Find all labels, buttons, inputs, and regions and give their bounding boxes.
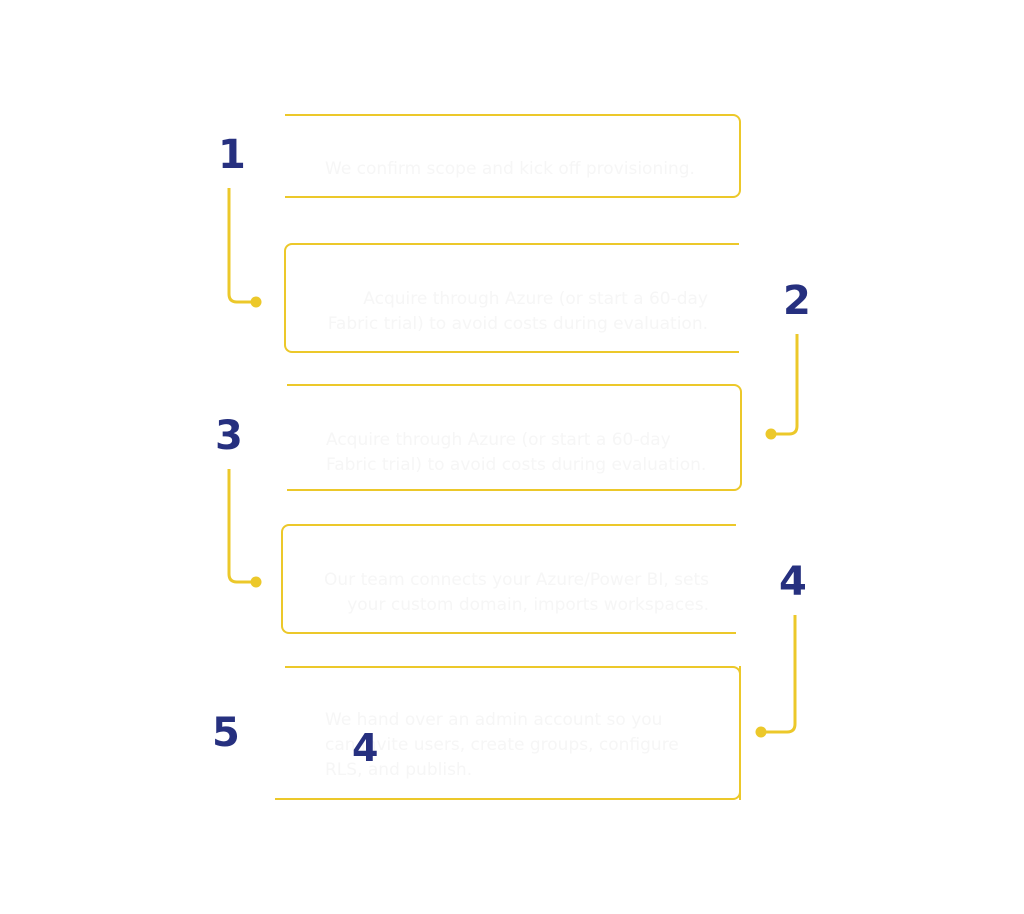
step-4-line-2: your custom domain, imports workspaces. <box>347 595 709 615</box>
step-3-line-1: Acquire through Azure (or start a 60-day <box>326 430 671 450</box>
step-number-5: 5 <box>212 710 240 756</box>
connector-2 <box>771 334 799 436</box>
connector-3-dot <box>250 576 262 588</box>
step-number-1: 1 <box>218 132 246 178</box>
step-box-3 <box>287 384 742 491</box>
step-text-3: Acquire through Azure (or start a 60-day… <box>326 428 706 478</box>
step-box-4 <box>281 524 736 634</box>
step-2-line-1: Acquire through Azure (or start a 60-day <box>363 289 708 309</box>
step-4-line-1: Our team connects your Azure/Power BI, s… <box>324 570 709 590</box>
connector-4 <box>761 615 797 734</box>
step-box-1 <box>285 114 741 198</box>
step-box-2 <box>284 243 739 353</box>
step-text-2: Acquire through Azure (or start a 60-day… <box>313 287 708 337</box>
connector-1 <box>227 188 256 304</box>
step-number-3: 3 <box>215 413 243 459</box>
connector-3 <box>227 469 256 584</box>
stray-step-number: 4 <box>352 726 378 770</box>
step-text-5: We hand over an admin account so you can… <box>325 708 679 783</box>
step-1-line-1: We confirm scope and kick off provisioni… <box>325 159 695 179</box>
step-text-4: Our team connects your Azure/Power BI, s… <box>303 568 709 618</box>
connector-4-dot <box>755 726 767 738</box>
connector-2-dot <box>765 428 777 440</box>
step-5-line-3: RLS, and publish. <box>325 760 473 780</box>
step-number-2: 2 <box>783 278 811 324</box>
step-number-4: 4 <box>779 559 807 605</box>
step-2-line-2: Fabric trial) to avoid costs during eval… <box>327 314 708 334</box>
connector-1-dot <box>250 296 262 308</box>
step-5-line-2: can invite users, create groups, configu… <box>325 735 679 755</box>
step-text-1: We confirm scope and kick off provisioni… <box>325 157 695 182</box>
step-3-line-2: Fabric trial) to avoid costs during eval… <box>326 455 707 475</box>
step-5-line-1: We hand over an admin account so you <box>325 710 663 730</box>
step-box-5-bottom <box>275 666 741 800</box>
